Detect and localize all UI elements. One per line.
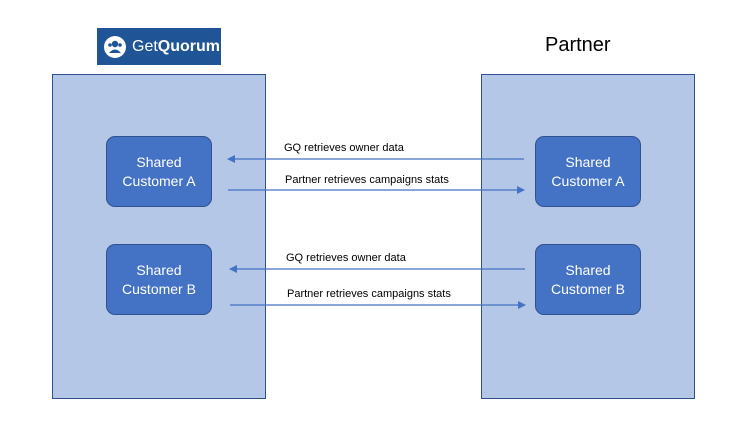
node-line2: Customer B [551,280,625,297]
right-shared-customer-b-node: Shared Customer B [535,244,641,315]
right-shared-customer-a-node: Shared Customer A [535,136,641,207]
getquorum-logo-icon [104,35,126,58]
node-line1: Shared [565,153,611,170]
left-shared-customer-a-node: Shared Customer A [106,136,212,207]
getquorum-logo: GetQuorum [97,28,221,65]
edge-label-gq-b: GQ retrieves owner data [286,252,406,264]
node-line2: Customer B [122,280,196,297]
partner-panel [481,74,695,399]
node-line2: Customer A [551,172,625,189]
partner-title: Partner [545,34,611,56]
edge-label-partner-b: Partner retrieves campaigns stats [287,288,451,300]
logo-text: GetQuorum [132,37,221,55]
edge-label-partner-a: Partner retrieves campaigns stats [285,174,449,186]
getquorum-panel [52,74,266,399]
node-line1: Shared [565,261,611,278]
node-line1: Shared [136,261,182,278]
left-shared-customer-b-node: Shared Customer B [106,244,212,315]
edge-label-gq-a: GQ retrieves owner data [284,142,404,154]
node-line2: Customer A [122,172,196,189]
node-line1: Shared [136,153,182,170]
